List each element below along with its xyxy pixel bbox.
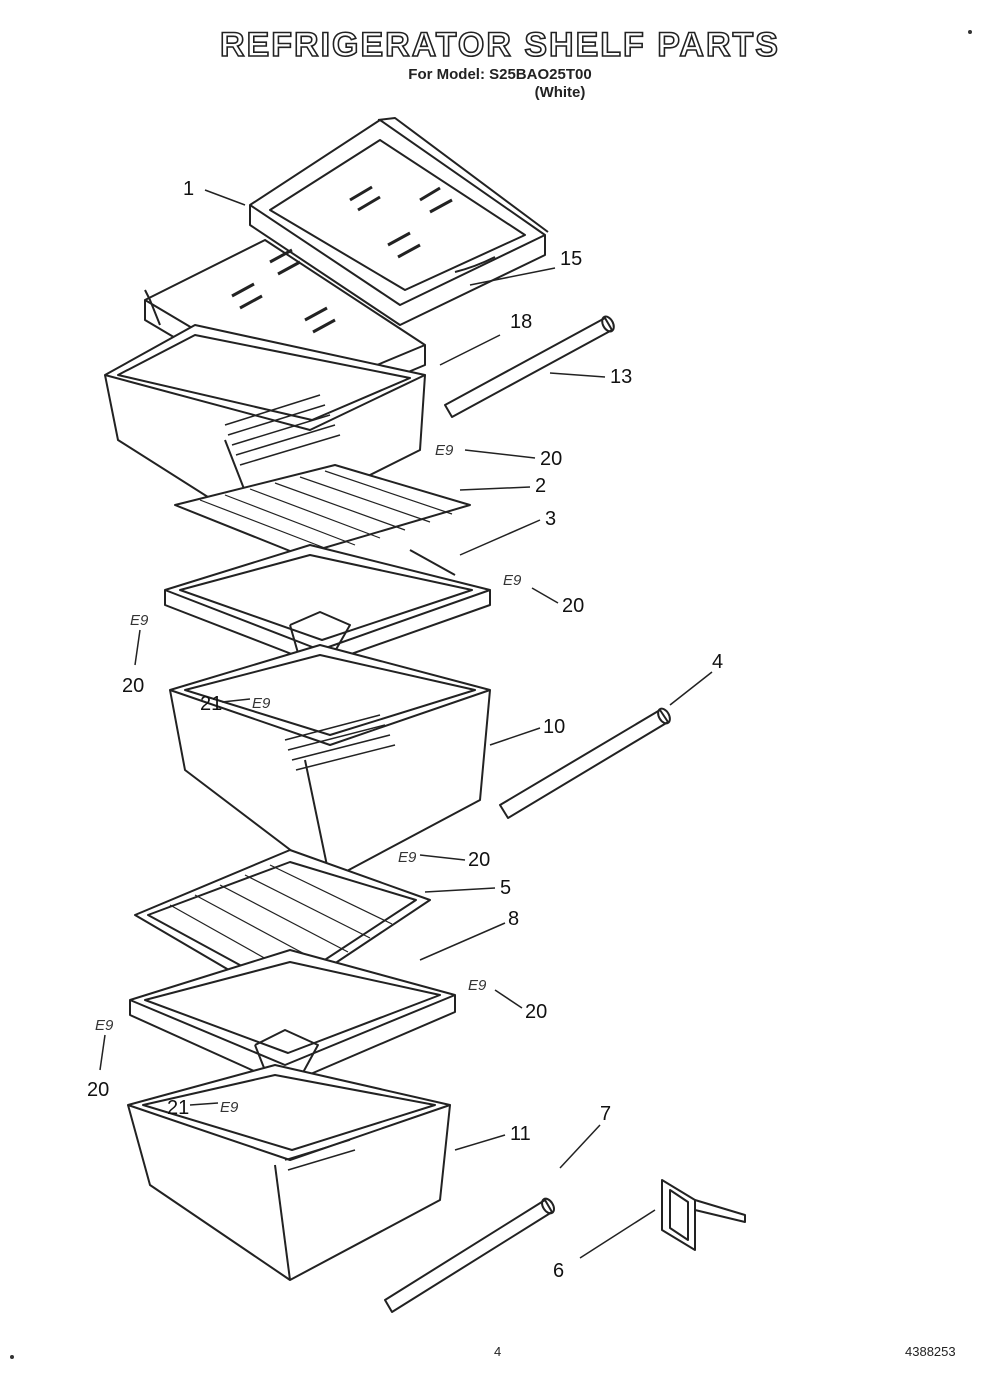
document-number: 4388253 — [905, 1344, 956, 1359]
callout-20: 20 — [87, 1079, 109, 1101]
callout-2: 2 — [535, 475, 546, 497]
callout-20: 20 — [540, 448, 562, 470]
callout-20: 20 — [122, 675, 144, 697]
callout-18: 18 — [510, 311, 532, 333]
color-line: (White) — [534, 84, 586, 101]
callout-21: 21 — [200, 693, 222, 715]
scan-speck — [10, 1355, 14, 1359]
part-6-bracket — [661, 1179, 746, 1251]
callout-13: 13 — [610, 366, 632, 388]
page-title: REFRIGERATOR SHELF PARTS — [219, 25, 780, 65]
clip-mark: E9 — [468, 977, 487, 994]
callout-8: 8 — [508, 908, 519, 930]
callout-20: 20 — [562, 595, 584, 617]
clip-mark: E9 — [503, 572, 522, 589]
part-4-rod — [499, 707, 671, 819]
part-11-crisper-drawer — [127, 1064, 451, 1281]
callout-1: 1 — [183, 178, 194, 200]
part-8-cover-frame — [129, 949, 456, 1086]
leader-lines — [99, 189, 713, 1259]
upper-crisper-drawer — [104, 324, 426, 531]
callout-5: 5 — [500, 877, 511, 899]
scan-speck — [968, 30, 972, 34]
callout-6: 6 — [553, 1260, 564, 1282]
page-number: 4 — [494, 1344, 502, 1359]
clip-mark: E9 — [398, 849, 417, 866]
callout-20: 20 — [468, 849, 490, 871]
part-7-rod — [384, 1197, 555, 1313]
callout-numbers: 1 15 18 13 20 2 3 20 20 4 21 10 20 5 8 2… — [87, 178, 723, 1282]
clip-mark: E9 — [220, 1099, 239, 1116]
clip-marks: E9 E9 E9 E9 E9 E9 E9 E9 — [95, 442, 522, 1116]
callout-20: 20 — [525, 1001, 547, 1023]
callout-10: 10 — [543, 716, 565, 738]
model-line: For Model: S25BAO25T00 — [408, 66, 592, 83]
part-1-glass-shelf — [249, 117, 549, 326]
part-10-crisper-drawer — [169, 644, 491, 881]
callout-3: 3 — [545, 508, 556, 530]
clip-mark: E9 — [130, 612, 149, 629]
callout-7: 7 — [600, 1103, 611, 1125]
callout-15: 15 — [560, 248, 582, 270]
clip-mark: E9 — [95, 1017, 114, 1034]
callout-11: 11 — [510, 1123, 531, 1145]
callout-21: 21 — [167, 1097, 189, 1119]
clip-mark: E9 — [252, 695, 271, 712]
part-13-rod — [444, 315, 615, 418]
clip-mark: E9 — [435, 442, 454, 459]
part-2-crisper-cover — [174, 464, 471, 556]
callout-4: 4 — [712, 651, 723, 673]
